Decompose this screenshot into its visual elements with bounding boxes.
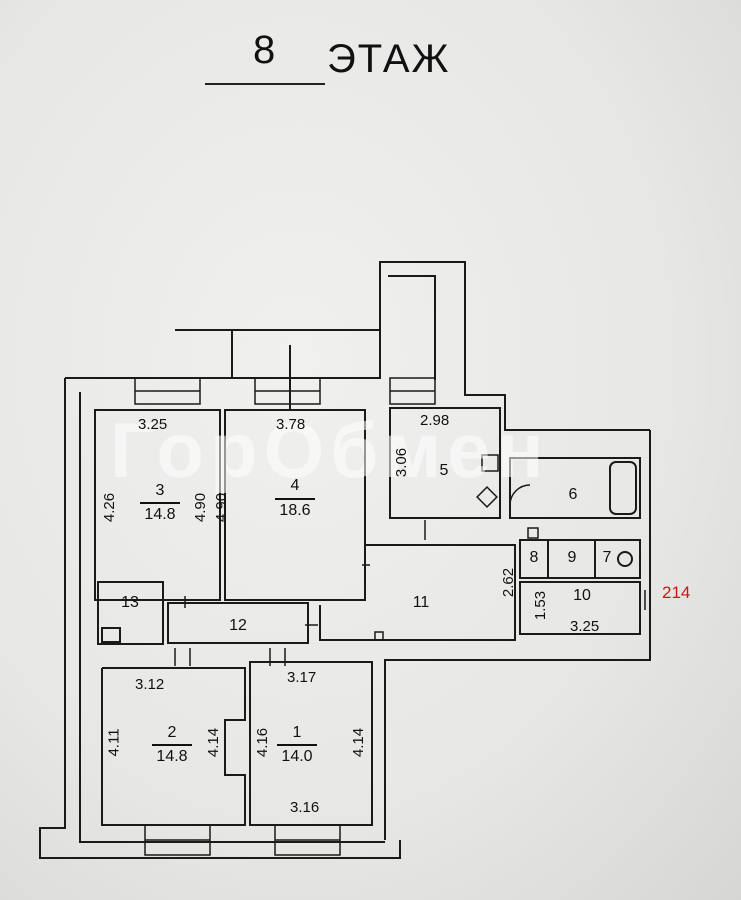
windows xyxy=(134,377,436,856)
dim-room-1-left: 4.16 xyxy=(254,727,272,758)
floor-word: ЭТАЖ xyxy=(327,37,451,81)
apartment-number: 214 xyxy=(662,583,691,602)
room-10-outline xyxy=(519,581,641,635)
outer-wall-top xyxy=(65,261,650,431)
dim-room-2-width: 3.12 xyxy=(135,676,165,693)
room-3-number: 3 xyxy=(155,482,165,499)
room-5-outline xyxy=(389,407,501,519)
room-3-area: 14.8 xyxy=(144,506,176,523)
room-2-number: 2 xyxy=(167,724,177,741)
floor-number: 8 xyxy=(253,28,276,72)
dim-room-2-height: 4.11 xyxy=(105,728,123,757)
dim-room-10-width: 3.25 xyxy=(570,618,600,635)
dim-room-1-width-bottom: 3.16 xyxy=(290,799,320,816)
watermark: ГорОбмен xyxy=(110,406,550,494)
room-13-outline xyxy=(97,581,164,645)
floor-title: 8 ЭТАЖ xyxy=(205,28,505,98)
room-3-outline xyxy=(94,409,221,601)
room-11-outline xyxy=(319,544,516,641)
room-2-outline xyxy=(101,667,246,826)
room-13-niche xyxy=(101,627,121,643)
dim-room-4-left: 4.90 xyxy=(213,492,231,523)
toilet xyxy=(617,551,633,567)
room-4-area: 18.6 xyxy=(279,502,311,519)
room-9-number: 9 xyxy=(567,549,577,566)
room-4-number: 4 xyxy=(290,477,300,494)
dim-room-3-width: 3.25 xyxy=(138,416,168,433)
doors xyxy=(174,454,646,666)
walls xyxy=(39,261,651,859)
dim-room-5-height: 3.06 xyxy=(393,447,411,478)
dim-room-1-right: 4.14 xyxy=(350,727,368,758)
dim-room-3-height: 4.26 xyxy=(101,492,119,523)
room-2-area: 14.8 xyxy=(156,748,188,765)
pillar xyxy=(374,631,384,641)
shaft xyxy=(388,275,436,380)
outer-wall-right xyxy=(384,430,651,840)
room-12-outline xyxy=(167,602,309,644)
room-1-number: 1 xyxy=(292,724,302,741)
room-10-number: 10 xyxy=(573,587,591,604)
room-3-divider xyxy=(140,502,180,504)
dim-room-4-width: 3.78 xyxy=(276,416,306,433)
dim-room-3-right: 4.90 xyxy=(192,492,210,523)
room-2-divider xyxy=(152,744,192,746)
room-4-outline xyxy=(224,409,366,601)
stove-room-5 xyxy=(476,486,498,508)
room-6-number: 6 xyxy=(568,486,578,503)
bathtub xyxy=(609,461,637,515)
room-5-number: 5 xyxy=(439,462,449,479)
room-1-area: 14.0 xyxy=(281,748,313,765)
room-13-number: 13 xyxy=(121,594,139,611)
vent-box xyxy=(527,527,539,539)
floor-underline xyxy=(205,83,325,85)
room-7-number: 7 xyxy=(602,549,612,566)
dim-room-2-right: 4.14 xyxy=(205,727,223,758)
room-4-divider xyxy=(275,498,315,500)
outer-wall-left xyxy=(39,378,401,859)
sink-room-5 xyxy=(481,454,499,472)
inner-wall-outline xyxy=(79,392,385,843)
wc-block-outline xyxy=(519,539,641,579)
room-12-number: 12 xyxy=(229,617,247,634)
room-8-number: 8 xyxy=(529,549,539,566)
dim-room-11-height: 2.62 xyxy=(500,567,518,598)
room-1-divider xyxy=(277,744,317,746)
door-swing-room-6 xyxy=(509,484,531,506)
dim-room-10-height: 1.53 xyxy=(532,590,550,621)
dim-room-1-width-top: 3.17 xyxy=(287,669,317,686)
dim-room-5-width: 2.98 xyxy=(420,412,450,429)
room-6-outline xyxy=(509,457,641,519)
room-11-number: 11 xyxy=(412,594,430,611)
